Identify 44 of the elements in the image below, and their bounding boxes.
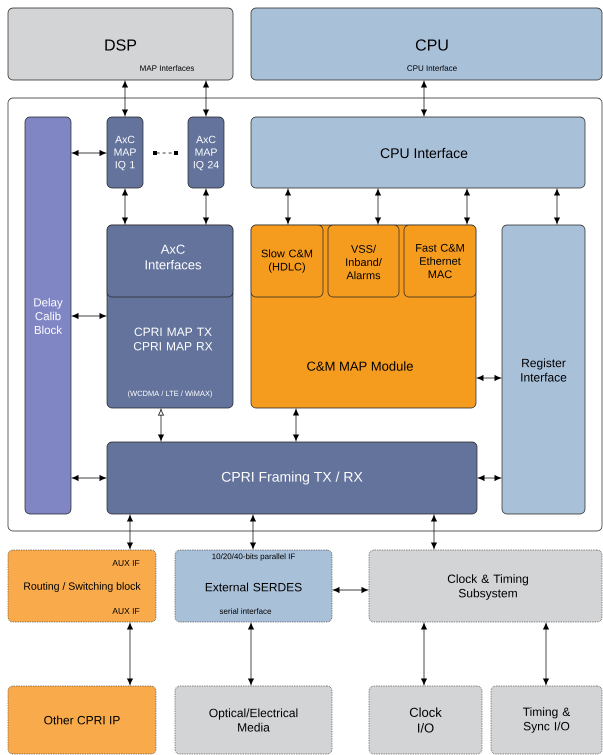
arrow xyxy=(464,188,470,224)
block-box: AxC MAP IQ 24 xyxy=(188,116,224,188)
block-box: CPU Interface xyxy=(250,116,586,188)
arrow xyxy=(431,514,437,550)
arrow xyxy=(127,514,133,550)
block-box: AUX IF Routing / Switching block AUX IF xyxy=(8,550,156,622)
arrow xyxy=(375,188,381,224)
arrow xyxy=(122,80,128,116)
arrow xyxy=(248,622,254,686)
block-box: Clock I/O xyxy=(368,686,482,754)
block-box: Clock & Timing Subsystem xyxy=(368,550,602,622)
arrow xyxy=(122,188,128,224)
arrow xyxy=(293,408,299,442)
dashed-connector xyxy=(153,151,178,155)
block-box: Timing & Sync I/O xyxy=(490,686,602,754)
block-box: AxC MAP IQ 1 xyxy=(106,116,144,188)
arrow xyxy=(478,475,502,481)
block-box: CPU CPU Interface xyxy=(250,8,602,80)
arrow xyxy=(250,514,256,550)
block-box: Slow C&M (HDLC) xyxy=(250,224,324,298)
arrow xyxy=(332,587,368,593)
block-box: Fast C&M Ethernet MAC xyxy=(404,224,476,298)
block-box: 10/20/40-bits parallel IF External SERDES serial interface xyxy=(174,550,332,622)
arrow xyxy=(554,188,560,224)
arrow xyxy=(72,475,106,481)
block-box: Optical/Electrical Media xyxy=(174,686,332,754)
arrow xyxy=(203,188,209,224)
block-box: AxC Interfaces xyxy=(106,224,234,298)
arrow xyxy=(158,408,164,442)
arrow xyxy=(72,150,106,156)
block-box: Delay Calib Block xyxy=(24,116,72,514)
arrow xyxy=(127,622,133,686)
arrow xyxy=(285,188,291,224)
arrow xyxy=(476,375,502,381)
arrow xyxy=(421,80,427,116)
arrow xyxy=(421,622,427,686)
arrow xyxy=(72,313,106,319)
block-box: Other CPRI IP xyxy=(8,686,156,754)
block-box: VSS/ Inband/ Alarms xyxy=(328,224,400,298)
block-box: DSP MAP Interfaces xyxy=(8,8,234,80)
block-box: CPRI Framing TX / RX xyxy=(106,442,478,514)
arrow xyxy=(203,80,209,116)
arrow xyxy=(543,622,549,686)
block-box: Register Interface xyxy=(502,224,586,514)
